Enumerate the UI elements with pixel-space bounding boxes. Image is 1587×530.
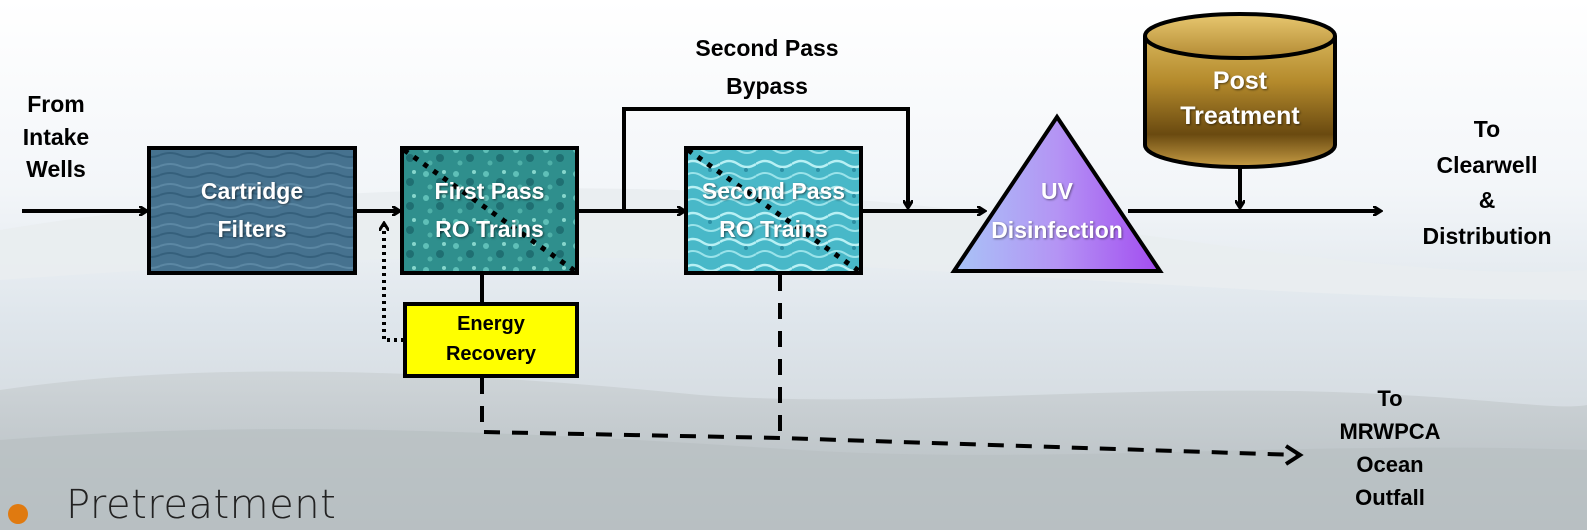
bypass-line — [622, 107, 908, 211]
first-pass-ro-box — [400, 146, 579, 275]
brine-line-ro1 — [480, 378, 1299, 457]
intake-label: From Intake Wells — [22, 91, 90, 183]
triangle-icon — [950, 113, 1164, 273]
post-treatment-label: Post Treatment — [1180, 67, 1300, 130]
cartridge-filters-box — [147, 146, 357, 275]
first-pass-text: First Pass RO Trains — [434, 177, 545, 242]
clearwell-label: To Clearwell & Distribution — [1422, 116, 1552, 249]
outfall-arrowhead — [1284, 444, 1304, 466]
outfall-label: To MRWPCA Ocean Outfall — [1339, 386, 1441, 510]
energy-recovery-box — [403, 302, 579, 378]
first-pass-label: First Pass RO Trains — [402, 148, 577, 273]
cylinder-tank-icon — [1143, 12, 1337, 169]
bypass-label: Second Pass Bypass — [695, 35, 839, 99]
cartridge-filters-label: Cartridge Filters — [149, 148, 355, 273]
second-pass-ro-box — [684, 146, 863, 275]
bullet-dot — [8, 504, 28, 524]
cartridge-filters-text: Cartridge Filters — [200, 177, 304, 242]
background-hills-front — [0, 429, 1587, 530]
uv-label: UV Disinfection — [991, 178, 1123, 244]
second-pass-label: Second Pass RO Trains — [686, 148, 861, 273]
second-pass-text: Second Pass RO Trains — [701, 177, 846, 242]
bullet-text: Pretreatment — [66, 482, 337, 528]
energy-recovery-label: Energy Recovery — [445, 313, 537, 365]
